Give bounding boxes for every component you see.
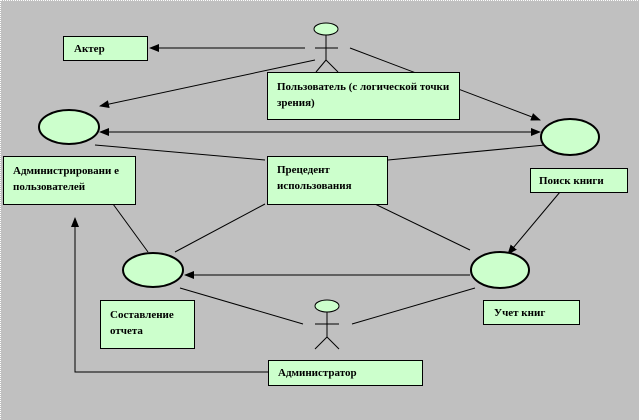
label-book-accounting: Учет книг (483, 300, 580, 325)
link-administrator-to-admin-uc (71, 217, 268, 373)
label-admin-users: Администрировани е пользователей (3, 156, 136, 205)
label-actor: Актер (63, 36, 148, 61)
label-administrator-text: Администратор (278, 367, 357, 379)
use-case-report[interactable] (122, 252, 184, 288)
link-admin-label-to-report-uc (112, 203, 149, 253)
label-user-logical-text: Пользователь (с логической точки зрения) (277, 81, 450, 109)
label-report: Составление отчета (100, 300, 195, 349)
link-search-label-to-accounting-uc (507, 191, 561, 255)
link-user-to-admin-uc (99, 59, 316, 109)
link-usecase-to-accounting-uc (374, 203, 471, 251)
link-usecase-to-report-uc (174, 203, 266, 253)
link-search-uc-to-usecase (387, 144, 546, 161)
label-search-book: Поиск книги (530, 168, 628, 193)
actor-administrator-icon[interactable] (314, 299, 340, 350)
link-accounting-uc-to-admin-actor (351, 287, 476, 325)
label-administrator: Администратор (268, 360, 423, 386)
use-case-admin-users[interactable] (38, 109, 100, 145)
label-use-case-text: Прецедент использования (277, 164, 352, 192)
label-search-book-text: Поиск книги (539, 175, 604, 187)
label-user-logical: Пользователь (с логической точки зрения) (267, 72, 460, 120)
use-case-search-book[interactable] (540, 118, 600, 156)
link-admin-uc-to-usecase (94, 144, 266, 161)
label-admin-users-text: Администрировани е пользователей (13, 165, 119, 193)
label-book-accounting-text: Учет книг (494, 307, 546, 319)
link-report-uc-to-admin-actor (179, 287, 304, 325)
label-use-case: Прецедент использования (267, 156, 388, 205)
actor-user-icon[interactable] (313, 22, 339, 73)
label-report-text: Составление отчета (110, 309, 174, 337)
use-case-book-accounting[interactable] (470, 251, 530, 289)
label-actor-text: Актер (74, 43, 105, 55)
